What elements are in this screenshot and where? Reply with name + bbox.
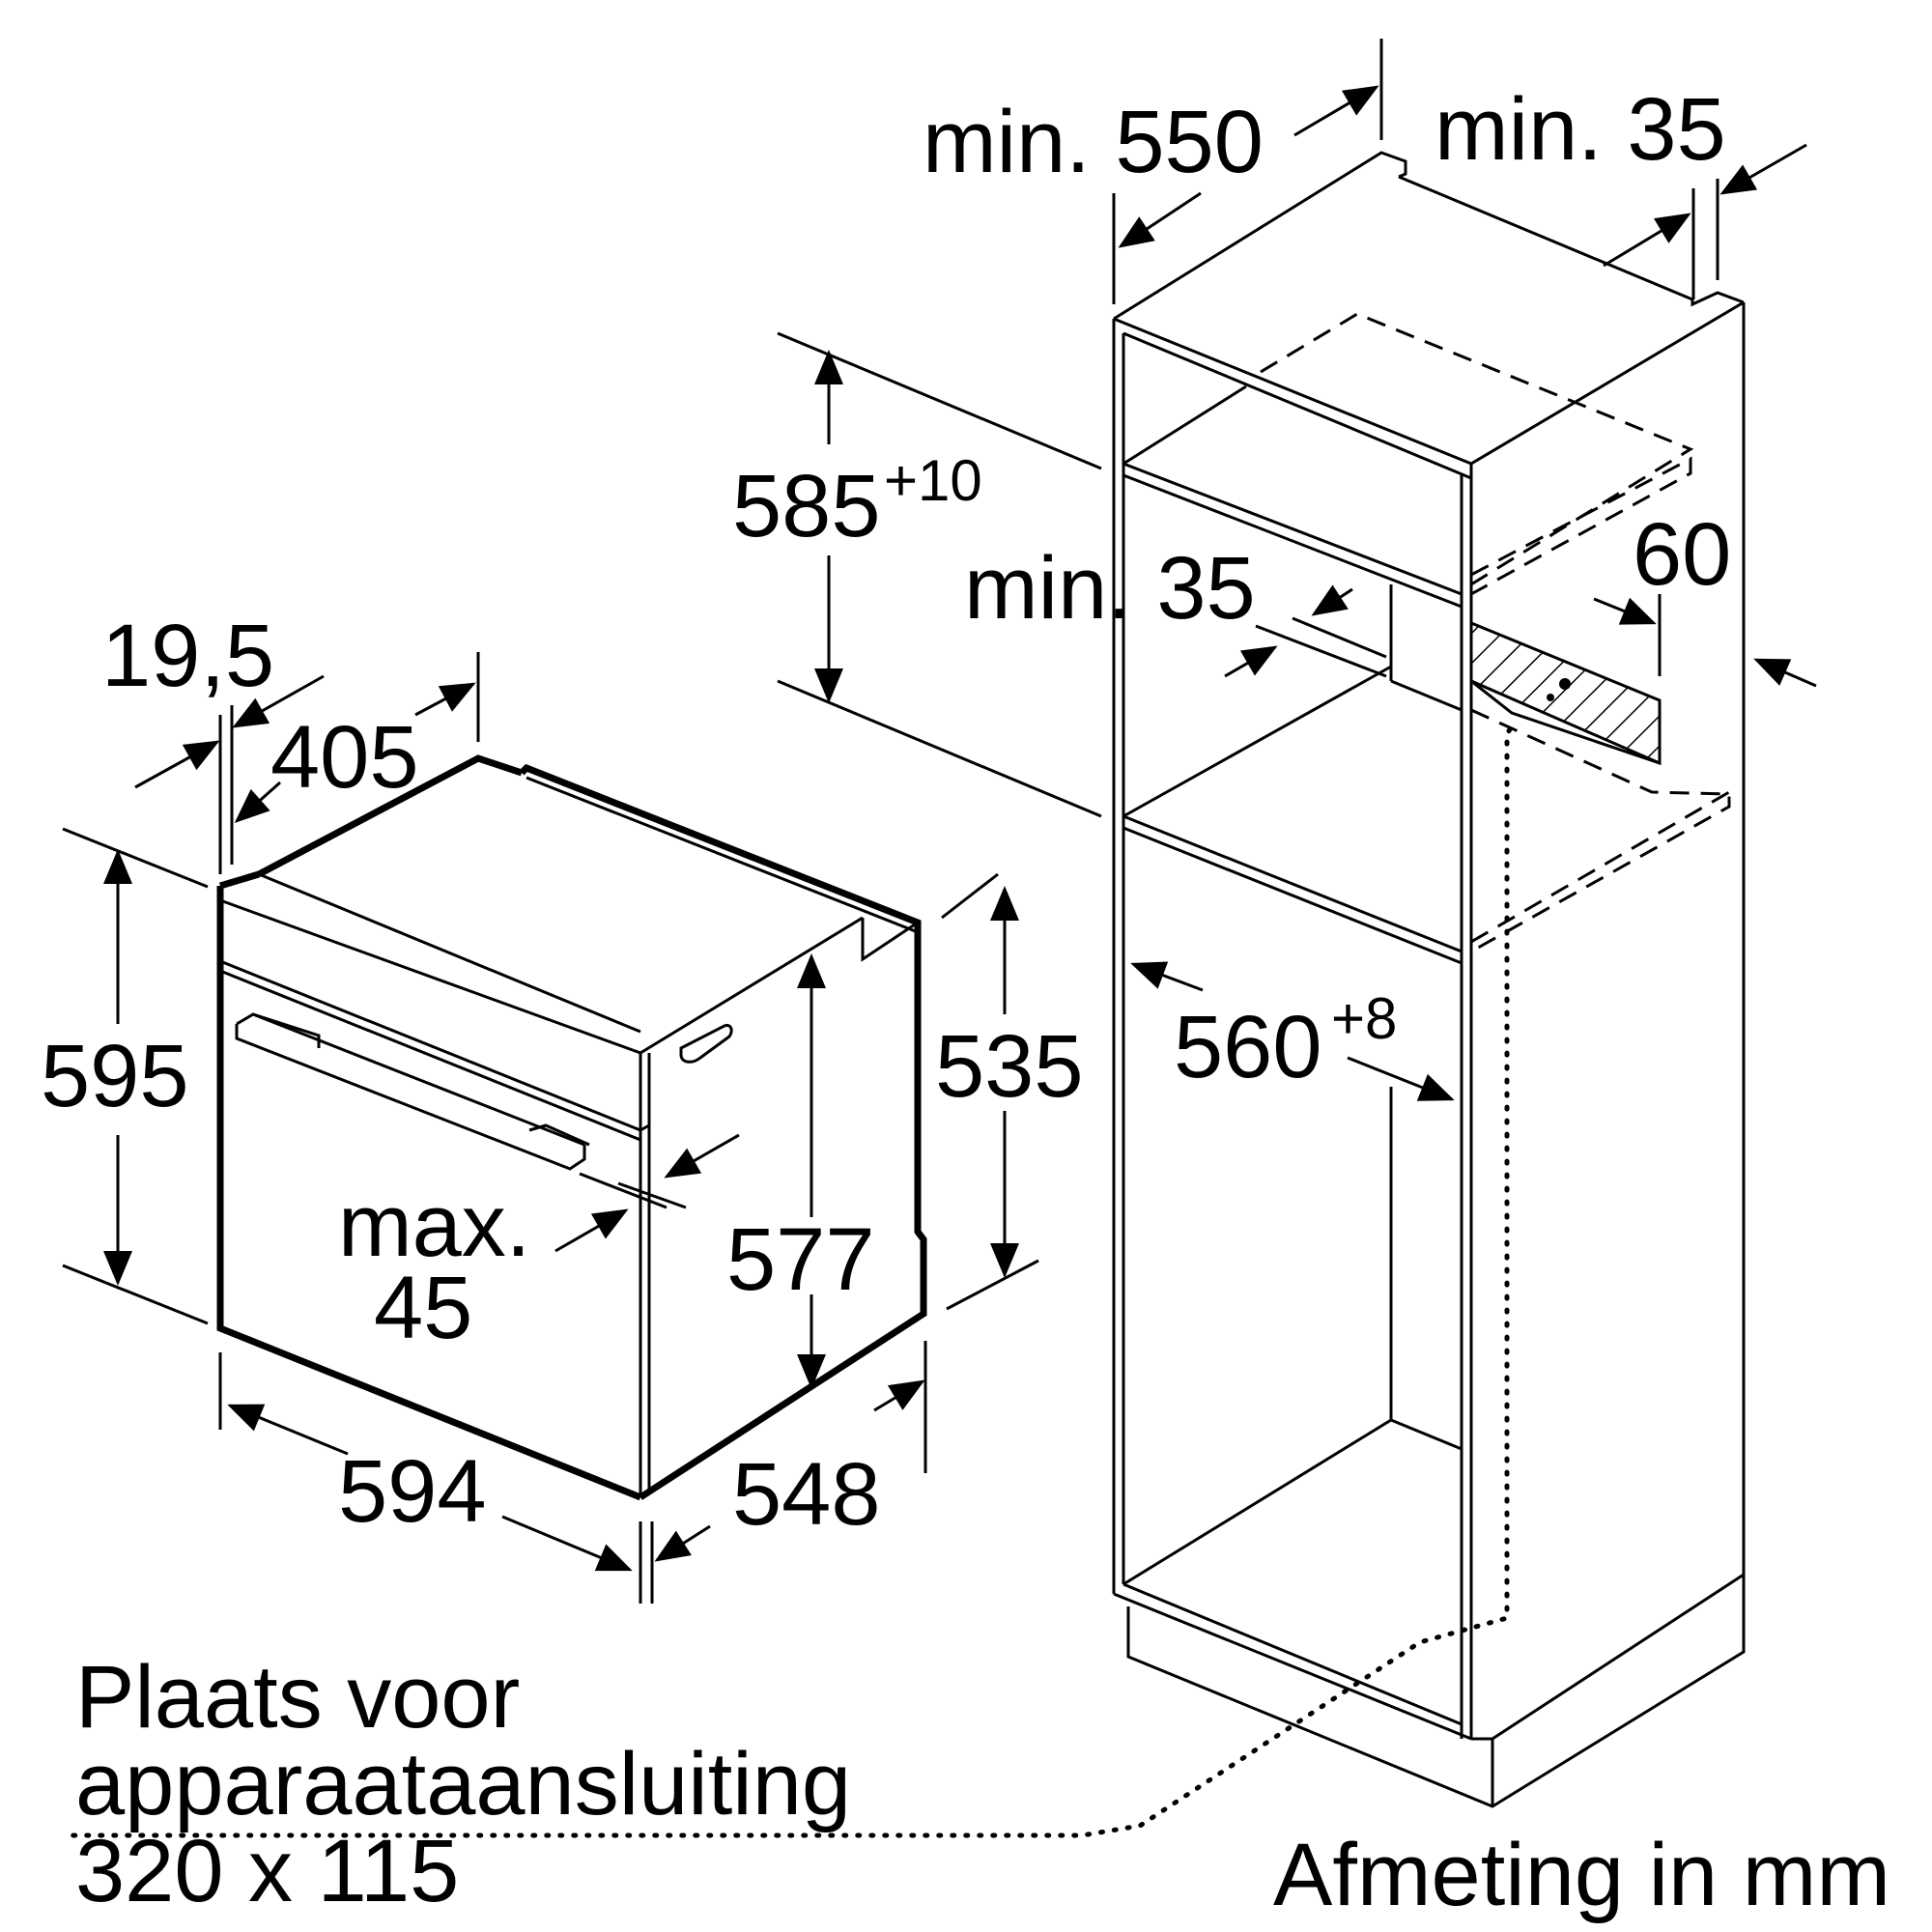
label-handle-gap-value: 45 [374, 1259, 472, 1357]
oven-dimensions [62, 652, 1039, 1604]
dimension-labels: 19,5 405 595 535 577 max. 45 594 548 min… [41, 80, 1731, 1544]
note-line-3: 320 x 115 [75, 1822, 459, 1920]
label-niche-width: 560 [1174, 998, 1322, 1096]
cabinet-dimensions [777, 39, 1817, 1101]
note-line-1: Plaats voor [75, 1648, 520, 1747]
label-oven-height: 595 [41, 1027, 189, 1125]
label-niche-depth: min. 550 [923, 93, 1264, 191]
label-oven-depth-top: 405 [270, 708, 419, 807]
oven-drawing [216, 754, 927, 1501]
connection-note: Plaats voor apparaataansluiting 320 x 11… [75, 1648, 851, 1920]
unit-caption: Afmeting in mm [1273, 1826, 1890, 1924]
label-front-panel: 19,5 [101, 607, 274, 705]
label-oven-depth: 548 [732, 1445, 881, 1544]
label-inner-height: 577 [726, 1210, 875, 1309]
label-vent: 60 [1633, 505, 1731, 604]
label-shelf-gap: min. 35 [964, 539, 1256, 638]
label-niche-height-tolerance: +10 [884, 448, 982, 513]
cabinet-drawing [65, 151, 1746, 1838]
label-oven-width: 594 [338, 1442, 487, 1541]
label-niche-width-tolerance: +8 [1331, 986, 1397, 1051]
label-body-height: 535 [935, 1017, 1084, 1116]
label-handle-gap: max. [338, 1177, 530, 1275]
label-back-gap: min. 35 [1435, 80, 1726, 179]
note-line-2: apparaataansluiting [75, 1735, 851, 1833]
label-niche-height: 585 [732, 457, 881, 555]
